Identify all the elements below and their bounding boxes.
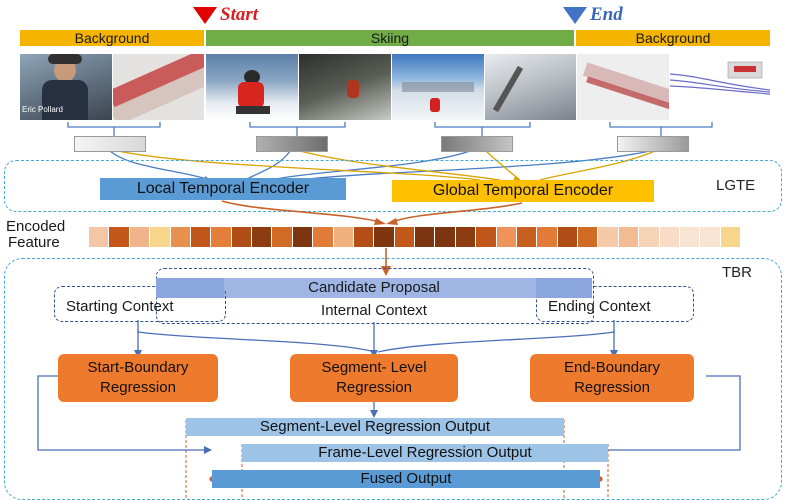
ending-context-label: Ending Context (548, 298, 651, 315)
global-temporal-encoder: Global Temporal Encoder (392, 180, 654, 202)
encoded-feature-cell (618, 227, 640, 247)
video-frame-2 (113, 54, 204, 120)
encoded-feature-cell (211, 227, 232, 247)
start-boundary-regression: Start-Boundary Regression (58, 354, 218, 402)
background-bar-right (576, 30, 770, 46)
video-frame-4 (299, 54, 391, 120)
start-regression-line1: Start-Boundary (87, 359, 189, 376)
action-label: Skiing (370, 30, 410, 46)
encoded-feature-cell (170, 227, 191, 247)
encoded-feature-cell (292, 227, 314, 247)
start-marker-label: Start (220, 4, 259, 25)
encoded-feature-cell (516, 227, 538, 247)
encoder-output-arrows (221, 200, 523, 225)
action-bar (206, 30, 574, 46)
encoded-feature-cell (455, 227, 477, 247)
video-frame-8 (670, 54, 770, 120)
encoded-feature-cell (231, 227, 252, 247)
encoded-feature-strip (89, 227, 741, 247)
encoded-feature-cell (496, 227, 517, 247)
background-label-right: Background (635, 30, 711, 46)
video-frame-6 (485, 54, 576, 120)
video-frame-5 (392, 54, 484, 120)
segment-level-output-bar: Segment-Level Regression Output (186, 418, 564, 436)
segment-regression-line1: Segment- Level (321, 359, 427, 376)
encoded-feature-cell (374, 227, 395, 247)
encoded-feature-cell (659, 227, 680, 247)
encoded-feature-cell (679, 227, 701, 247)
encoded-feature-cell (557, 227, 578, 247)
ending-context-box (536, 286, 694, 322)
encoded-feature-cell (353, 227, 375, 247)
encoded-feature-cell (700, 227, 721, 247)
encoded-feature-cell (252, 227, 273, 247)
encoded-feature-cell (150, 227, 171, 247)
feature-box-1 (74, 136, 146, 152)
local-temporal-encoder: Local Temporal Encoder (100, 178, 346, 200)
encoded-feature-cell (476, 227, 497, 247)
frame-caption: Eric Pollard (22, 105, 63, 114)
encoded-feature-label-line2: Feature (8, 234, 60, 251)
video-frame-3 (206, 54, 298, 120)
candidate-proposal-label: Candidate Proposal (308, 279, 440, 296)
video-frame-7 (577, 54, 669, 120)
encoded-feature-cell (639, 227, 660, 247)
encoded-feature-cell (313, 227, 334, 247)
encoded-feature-cell (129, 227, 151, 247)
encoded-feature-cell (272, 227, 293, 247)
start-regression-line2: Regression (100, 379, 176, 396)
encoded-feature-cell (394, 227, 415, 247)
encoded-feature-cell (89, 227, 110, 247)
feature-box-2 (256, 136, 328, 152)
feature-box-3 (441, 136, 513, 152)
internal-context-label: Internal Context (321, 302, 427, 319)
encoded-feature-cell (435, 227, 456, 247)
end-marker-label: End (590, 4, 623, 25)
background-label-left: Background (74, 30, 150, 46)
encoded-feature-cell (578, 227, 599, 247)
lgte-tag: LGTE (716, 177, 756, 194)
candidate-proposal-bar (156, 278, 592, 298)
background-bar-left (20, 30, 204, 46)
end-regression-line2: Regression (574, 379, 650, 396)
encoded-feature-cell (720, 227, 741, 247)
feature-extraction-connectors (67, 122, 713, 184)
encoded-feature-cell (598, 227, 619, 247)
fused-output-bar: Fused Output (212, 470, 600, 488)
encoded-feature-cell (109, 227, 130, 247)
encoded-feature-cell (190, 227, 212, 247)
end-regression-line1: End-Boundary (564, 359, 660, 376)
lgte-module (4, 160, 782, 212)
tbr-tag: TBR (722, 264, 752, 281)
starting-context-box (54, 286, 226, 322)
end-marker-icon (563, 7, 587, 24)
starting-context-label: Starting Context (66, 298, 174, 315)
start-marker-icon (193, 7, 217, 24)
encoded-feature-label-line1: Encoded (6, 218, 66, 235)
segment-regression-line2: Regression (336, 379, 412, 396)
segment-level-regression: Segment- Level Regression (290, 354, 458, 402)
feature-box-4 (617, 136, 689, 152)
encoded-feature-cell (415, 227, 436, 247)
encoded-feature-cell (333, 227, 354, 247)
video-frame-1: Eric Pollard (20, 54, 112, 120)
starting-context-highlight (156, 278, 224, 298)
ending-context-highlight (536, 278, 592, 298)
frame-level-output-bar: Frame-Level Regression Output (242, 444, 608, 462)
encoded-feature-cell (537, 227, 558, 247)
end-boundary-regression: End-Boundary Regression (530, 354, 694, 402)
